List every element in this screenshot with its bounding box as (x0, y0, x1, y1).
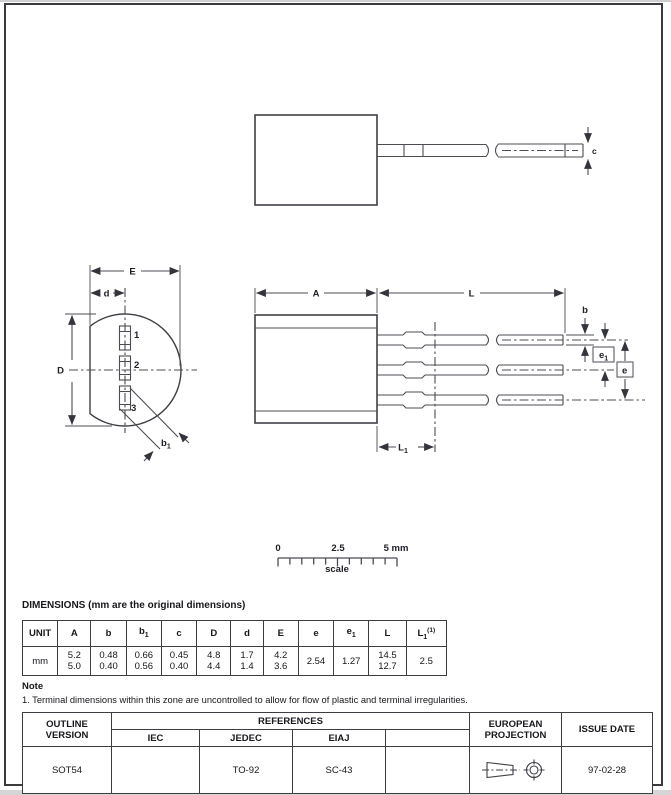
dim-value-cell: 0.45 0.40 (160, 646, 198, 676)
dim-value-cell: mm (21, 646, 59, 676)
note-heading: Note (22, 681, 44, 692)
jedec-header: JEDEC (199, 729, 293, 747)
dim-value-cell: 1.27 (333, 646, 370, 676)
dim-value-cell: 0.66 0.56 (125, 646, 162, 676)
outline-version-header: OUTLINE VERSION (22, 712, 112, 747)
top-view-body (254, 114, 378, 206)
technical-drawing: c E d (57, 114, 645, 575)
dim-e (616, 341, 634, 399)
dim-D (65, 313, 112, 427)
dim-value-cell: 2.54 (297, 646, 335, 676)
iec-value (111, 746, 200, 794)
dim-E (89, 265, 181, 366)
bottom-view-body (89, 313, 182, 427)
side-view: A L (254, 288, 645, 456)
pin-2 (118, 355, 132, 381)
dim-header-cell: d (230, 620, 264, 647)
pin-2-label: 2 (134, 360, 139, 371)
dim-value-cell: 2.5 (405, 646, 448, 676)
eiaj-value: SC-43 (292, 746, 386, 794)
label-b: b (582, 305, 588, 316)
scale-tick-0: 0 (275, 543, 280, 554)
dim-header-cell: L1(1) (405, 620, 448, 647)
dim-value-cell: 5.2 5.0 (57, 646, 92, 676)
dim-header-cell: L (368, 620, 407, 647)
side-lead-2 (377, 361, 614, 379)
dim-e1 (592, 323, 615, 387)
dim-value-cell: 4.2 3.6 (262, 646, 299, 676)
dim-value-cell: 4.8 4.4 (196, 646, 232, 676)
label-D: D (57, 366, 64, 377)
eiaj-header: EIAJ (292, 729, 386, 747)
label-L1: L1 (398, 443, 408, 456)
first-angle-projection-icon (481, 759, 544, 781)
dim-b (566, 318, 594, 362)
label-b1: b1 (161, 438, 171, 451)
note-item-1: 1. Terminal dimensions within this zone … (22, 695, 468, 705)
scale-bar: 0 2.5 5 mm scale (275, 543, 408, 575)
issue-date-header: ISSUE DATE (561, 712, 653, 747)
scale-tick-end: 5 mm (384, 543, 409, 554)
label-c: c (592, 146, 597, 156)
dim-b1 (119, 387, 190, 462)
dim-value-cell: 0.48 0.40 (90, 646, 127, 676)
label-d: d (104, 289, 110, 300)
bottom-view: E d D (57, 265, 197, 462)
top-edge-strip (0, 0, 671, 2)
label-E: E (129, 267, 135, 278)
dim-header-cell: c (160, 620, 198, 647)
dim-header-cell: UNIT (21, 620, 59, 647)
label-e: e (622, 366, 627, 377)
references-header: REFERENCES (111, 712, 470, 730)
dim-header-cell: E (262, 620, 299, 647)
pin-1-label: 1 (134, 330, 140, 341)
jedec-value: TO-92 (199, 746, 293, 794)
dim-header-cell: D (196, 620, 232, 647)
european-projection-header: EUROPEAN PROJECTION (469, 712, 562, 747)
european-projection-cell (469, 746, 562, 794)
iec-header: IEC (111, 729, 200, 747)
dim-header-cell: b1 (125, 620, 162, 647)
dimensions-title: DIMENSIONS (mm are the original dimensio… (22, 600, 246, 611)
side-lead-3 (377, 391, 645, 409)
dim-header-cell: e (297, 620, 335, 647)
dim-header-cell: e1 (333, 620, 370, 647)
label-L: L (469, 289, 475, 300)
scale-caption: scale (325, 564, 349, 575)
pin-1 (118, 325, 132, 351)
dim-value-cell: 1.7 1.4 (230, 646, 264, 676)
label-A: A (313, 289, 320, 300)
outline-version-value: SOT54 (22, 746, 112, 794)
dim-value-cell: 14.5 12.7 (368, 646, 407, 676)
extra-ref-value (385, 746, 470, 794)
reference-table: OUTLINE VERSION REFERENCES EUROPEAN PROJ… (22, 712, 653, 794)
label-e1: e1 (599, 350, 608, 363)
extra-ref-header (385, 729, 470, 747)
side-lead-1 (377, 331, 628, 349)
side-view-body (254, 314, 378, 424)
top-view: c (254, 114, 597, 206)
scale-tick-mid: 2.5 (331, 543, 345, 554)
pin-3-label: 3 (131, 403, 136, 414)
dim-header-cell: b (90, 620, 127, 647)
dim-header-cell: A (57, 620, 92, 647)
issue-date-value: 97-02-28 (561, 746, 653, 794)
pin-3 (118, 385, 132, 411)
